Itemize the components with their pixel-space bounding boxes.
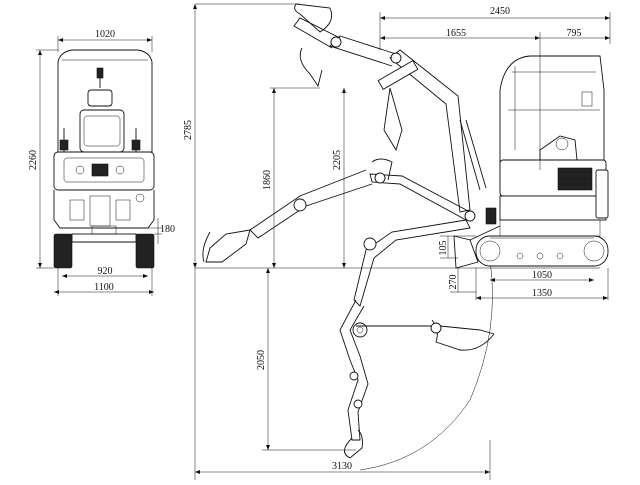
max-reach-label: 3130: [332, 461, 352, 472]
track-inner-width-label: 920: [98, 266, 113, 277]
track-length-label: 1050: [532, 270, 552, 281]
blade-depth-label: 270: [448, 275, 459, 290]
front-width-top-label: 1020: [95, 29, 115, 40]
upper-length-label: 1655: [446, 28, 466, 39]
track-outer-width-label: 1100: [94, 282, 114, 293]
tail-length-label: 795: [567, 28, 582, 39]
overall-length-label: 2450: [490, 6, 510, 17]
ground-clearance-label: 180: [160, 224, 175, 235]
blade-lift-label: 105: [438, 241, 449, 256]
dump-height-label: 1860: [262, 170, 273, 190]
side-view: 2450 1655 795 2785 1860 2205 105: [183, 3, 611, 480]
max-dig-depth-label: 2050: [256, 350, 267, 370]
max-dump-height-label: 2205: [332, 150, 343, 170]
front-view: 1020 2260 180 920 1100: [28, 29, 175, 296]
max-dig-height-label: 2785: [183, 120, 194, 140]
undercarriage-length-label: 1350: [532, 288, 552, 299]
front-height-label: 2260: [28, 150, 39, 170]
